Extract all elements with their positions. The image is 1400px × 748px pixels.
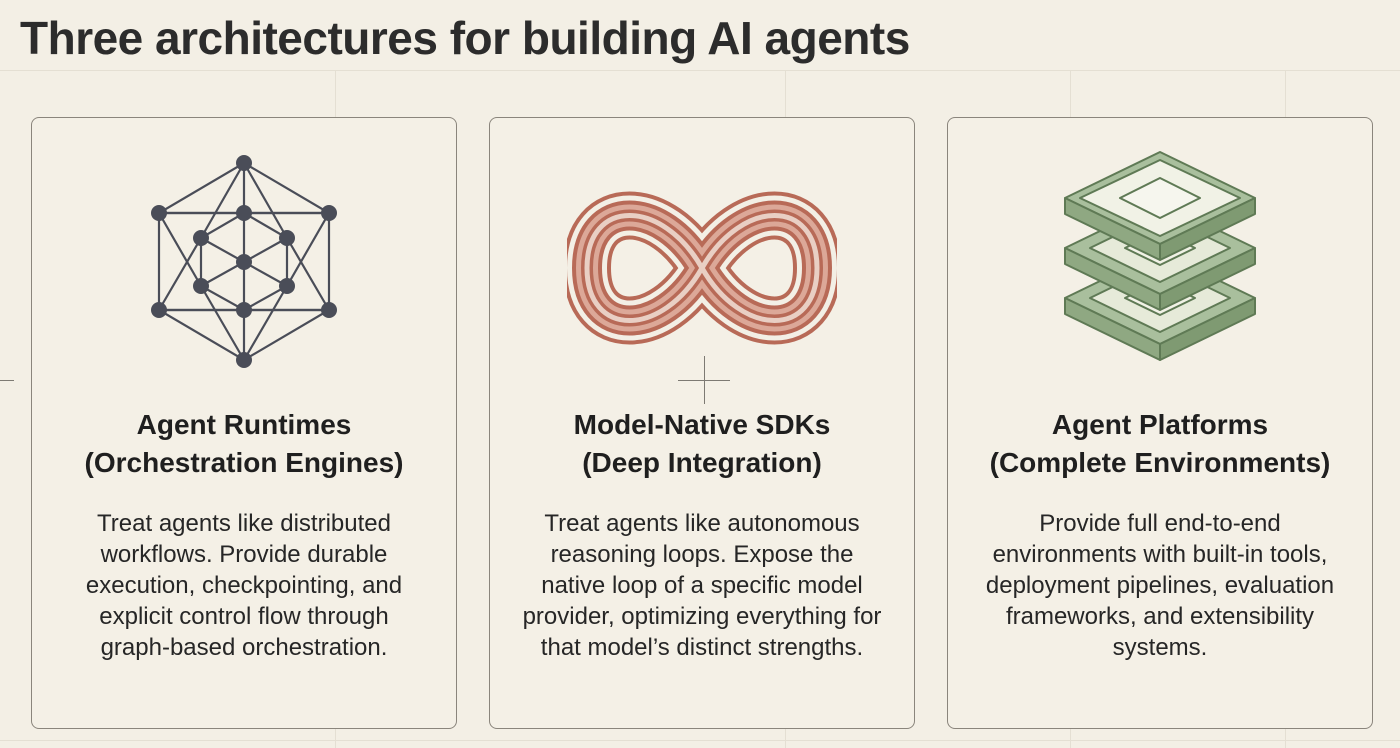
grid-line: [0, 740, 1400, 741]
network-graph-icon: [32, 148, 456, 388]
grid-line: [0, 70, 1400, 71]
heading-subline: (Complete Environments): [989, 447, 1331, 478]
card-description: Provide full end-to-end environments wit…: [985, 510, 1335, 661]
card-agent-runtimes: Agent Runtimes (Orchestration Engines) T…: [31, 117, 457, 729]
card-description: Treat agents like autonomous reasoning l…: [522, 510, 882, 661]
stacked-layers-icon: [948, 148, 1372, 388]
infinity-loop-icon: [490, 148, 914, 388]
card-heading: Agent Runtimes (Orchestration Engines): [32, 406, 456, 482]
heading-line: Agent Platforms: [1051, 409, 1269, 440]
heading-subline: (Deep Integration): [582, 447, 822, 478]
crosshair-mark: [0, 380, 14, 381]
page-title: Three architectures for building AI agen…: [20, 12, 910, 64]
card-heading: Model-Native SDKs (Deep Integration): [490, 406, 914, 482]
card-model-native-sdks: Model-Native SDKs (Deep Integration) Tre…: [489, 117, 915, 729]
card-description: Treat agents like distributed workflows.…: [85, 510, 403, 661]
heading-subline: (Orchestration Engines): [84, 447, 404, 478]
crosshair-mark: [704, 356, 705, 404]
card-heading: Agent Platforms (Complete Environments): [948, 406, 1372, 482]
heading-line: Model-Native SDKs: [573, 409, 831, 440]
card-agent-platforms: Agent Platforms (Complete Environments) …: [947, 117, 1373, 729]
heading-line: Agent Runtimes: [136, 409, 352, 440]
